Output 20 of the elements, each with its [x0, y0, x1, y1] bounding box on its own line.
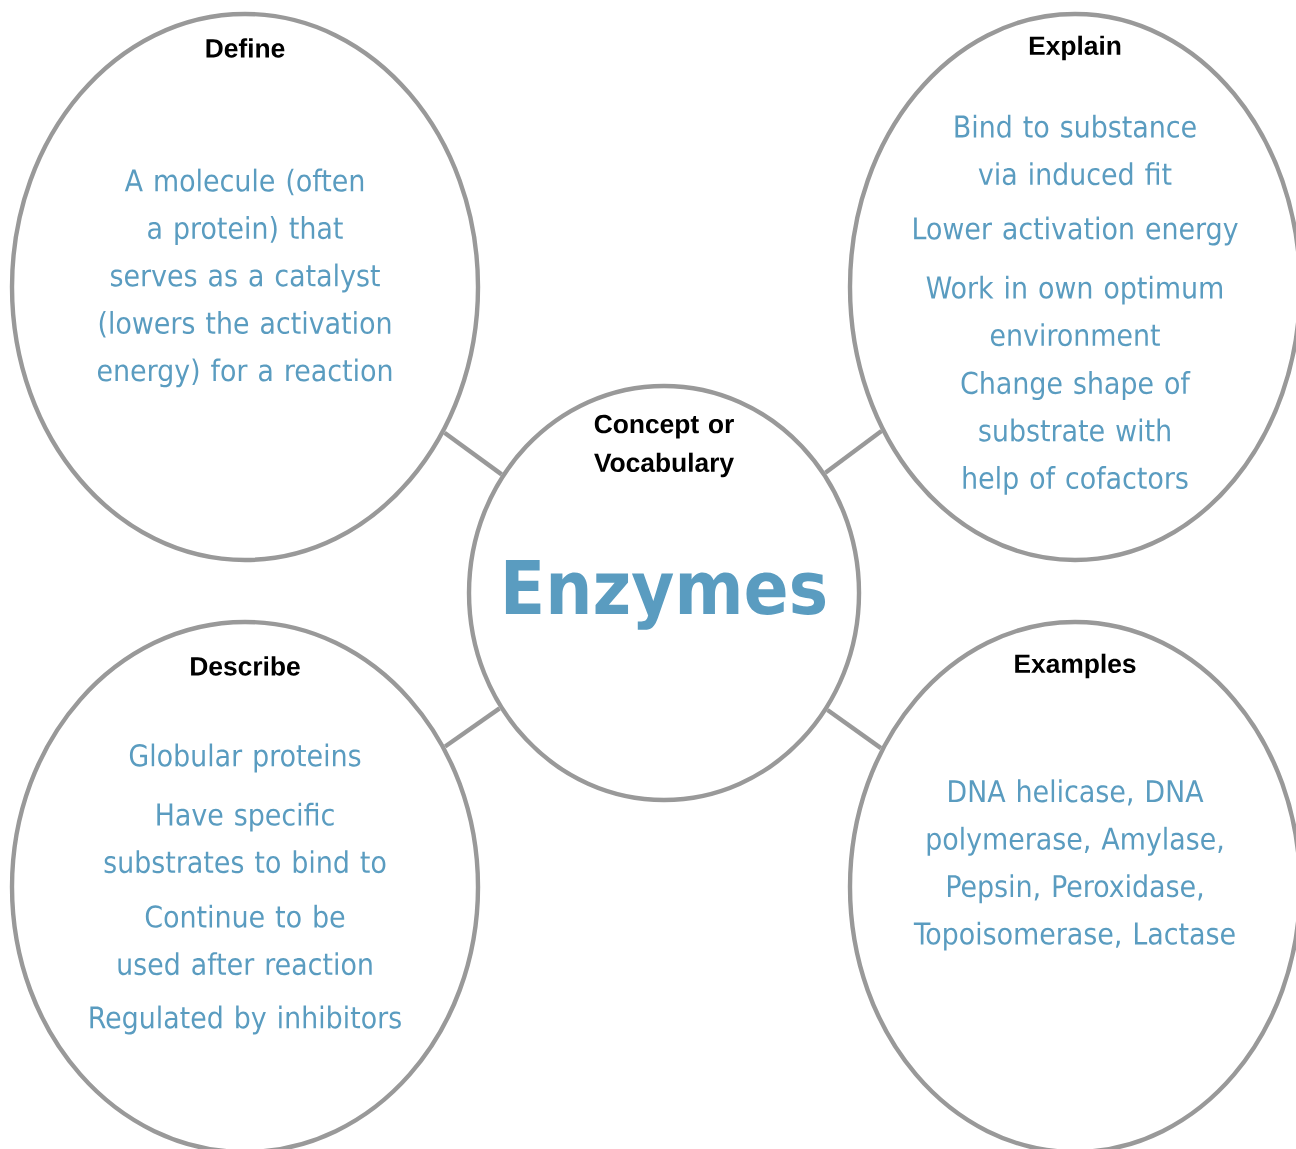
bubble-heading: Explain: [1029, 35, 1121, 61]
connector-line: [443, 430, 503, 477]
bubble-heading: Describe: [191, 656, 300, 676]
bubble-text: Have specific substrates to bind to: [104, 802, 386, 874]
bubble-text: Bind to substance via induced fit: [955, 114, 1196, 186]
bubble-heading: Examples: [1015, 653, 1136, 679]
bubble-text: Globular proteins: [129, 743, 361, 773]
bubble-text: Continue to be used after reaction: [118, 904, 372, 976]
bubble-text: DNA helicase, DNA polymerase, Amylase, Pepsin, Peroxidase, Topoisomerase, Lactase: [913, 779, 1235, 951]
connector-line: [443, 706, 501, 749]
bubble-heading: Concept or Vocabulary: [594, 414, 734, 478]
bubble-text: A molecule (often a protein) that serves as a catalyst (lowers the activation energy) for a reaction: [98, 168, 392, 388]
bubble-heading: Define: [206, 38, 285, 58]
bubble-text: Regulated by inhibitors: [90, 1005, 401, 1035]
bubble-text: Work in own optimum environment: [926, 275, 1222, 347]
connector-line: [826, 708, 883, 750]
connector-line: [824, 429, 883, 475]
bubble-text: Lower activation energy: [914, 216, 1238, 246]
concept-word: Enzymes: [505, 560, 826, 630]
bubble-text: Change shape of substrate with help of cofactors: [961, 371, 1191, 495]
